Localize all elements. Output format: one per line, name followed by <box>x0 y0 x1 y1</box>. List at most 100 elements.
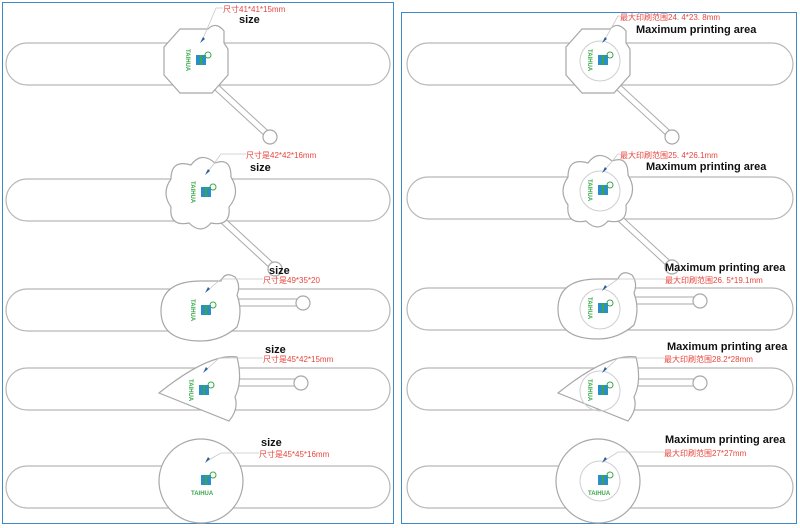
gift-bow-icon <box>606 299 614 307</box>
stem-knob <box>692 293 708 309</box>
gift-ribbon-icon <box>602 303 604 313</box>
dimension-label: 最大印刷范围28.2*28mm <box>664 354 753 364</box>
row-title: Maximum printing area <box>667 341 788 353</box>
dimension-label: 最大印刷范围27*27mm <box>664 448 747 458</box>
row-title: size <box>265 344 286 356</box>
logo-text: TAIHUA <box>191 491 214 497</box>
gift-bow-icon <box>606 381 614 389</box>
logo-text: TAIHUA <box>586 379 592 402</box>
logo-text: TAIHUA <box>184 49 190 72</box>
row-title: size <box>269 265 290 277</box>
gift-ribbon-icon <box>602 475 604 485</box>
gift-bow-icon <box>606 471 614 479</box>
gift-bow-icon <box>209 183 217 191</box>
pointer-arrow-icon <box>602 457 607 463</box>
leader-line <box>603 278 665 290</box>
dimension-label: 尺寸41*41*15mm <box>223 4 286 14</box>
gift-ribbon-icon <box>602 185 604 195</box>
stem <box>627 296 699 305</box>
pointer-arrow-icon <box>203 367 208 373</box>
dimension-label: 尺寸是49*35*20 <box>263 275 320 285</box>
pointer-arrow-icon <box>205 457 210 463</box>
stem-inner <box>211 82 269 136</box>
gift-ribbon-icon <box>602 385 604 395</box>
stem-inner <box>613 82 671 136</box>
dimension-label: 最大印刷范围25. 4*26.1mm <box>620 150 718 160</box>
row-title: Maximum printing area <box>636 24 757 36</box>
logo-text: TAIHUA <box>586 179 592 202</box>
printing-area-outline <box>579 288 621 330</box>
pointer-arrow-icon <box>602 37 607 43</box>
row-title: size <box>239 14 260 26</box>
leader-line <box>204 357 263 372</box>
printing-area-outline <box>579 170 621 212</box>
stem-inner <box>613 212 671 266</box>
printing-area-outline <box>579 370 621 412</box>
dimension-label: 最大印刷范围26. 5*19.1mm <box>665 275 763 285</box>
pointer-arrow-icon <box>205 287 210 293</box>
pointer-arrow-icon <box>205 169 210 175</box>
row-title: Maximum printing area <box>665 262 786 274</box>
leader-line <box>603 153 620 172</box>
logo-text: TAIHUA <box>189 299 195 322</box>
dimension-label: 最大印刷范围24. 4*23. 8mm <box>620 13 720 22</box>
head-outline-bear <box>160 274 241 342</box>
logo-text: TAIHUA <box>588 491 611 497</box>
gift-ribbon-icon <box>205 187 207 197</box>
leader-line <box>206 452 259 462</box>
logo-text: TAIHUA <box>189 181 195 204</box>
stem-knob <box>664 129 680 145</box>
gift-bow-icon <box>204 51 212 59</box>
leader-line <box>603 451 664 462</box>
logo-text: TAIHUA <box>586 49 592 72</box>
leader-line <box>206 278 263 292</box>
row-title: Maximum printing area <box>665 434 786 446</box>
leader-line <box>201 7 223 42</box>
pointer-arrow-icon <box>200 37 205 43</box>
row-title: size <box>261 437 282 449</box>
stem-knob <box>295 295 311 311</box>
dimension-label: 尺寸是45*45*16mm <box>259 449 330 459</box>
head-outline-bear <box>557 272 638 340</box>
printing-area-outline <box>579 460 621 502</box>
gift-ribbon-icon <box>602 55 604 65</box>
gift-bow-icon <box>606 51 614 59</box>
stem-inner <box>216 214 274 268</box>
size-diagram: TAIHUA尺寸41*41*15mmsizeTAIHUA尺寸是42*42*16m… <box>5 4 391 524</box>
leader-line <box>206 153 246 174</box>
row-title: size <box>250 162 271 174</box>
logo-text: TAIHUA <box>187 379 193 402</box>
gift-ribbon-icon <box>200 55 202 65</box>
gift-bow-icon <box>606 181 614 189</box>
leader-line <box>603 357 664 372</box>
stem-knob <box>267 261 283 277</box>
pointer-arrow-icon <box>602 367 607 373</box>
gift-ribbon-icon <box>205 475 207 485</box>
stem-knob <box>262 129 278 145</box>
dimension-label: 尺寸是45*42*15mm <box>263 354 334 364</box>
pointer-arrow-icon <box>602 167 607 173</box>
bracelet-row-circle: TAIHUA 最大印刷范围27*27mm Maximum printing area <box>406 434 794 524</box>
leader-line <box>603 15 620 42</box>
pointer-arrow-icon <box>602 285 607 291</box>
logo-text: TAIHUA <box>586 297 592 320</box>
gift-bow-icon <box>209 301 217 309</box>
stem <box>230 298 302 307</box>
stem-knob <box>293 375 309 391</box>
gift-bow-icon <box>207 381 215 389</box>
row-title: Maximum printing area <box>646 161 767 173</box>
stem-knob <box>692 375 708 391</box>
head-outline-flower <box>165 156 237 230</box>
